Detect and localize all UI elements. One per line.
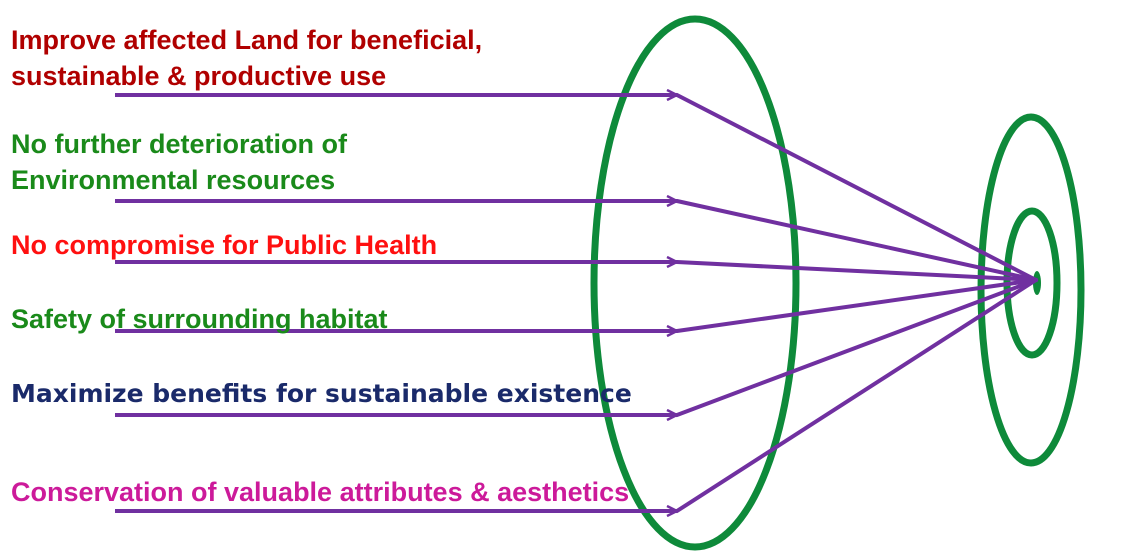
goal-label-maximize-benefits: Maximize benefits for sustainable existe… — [11, 376, 632, 412]
goal-label-line: Maximize benefits for sustainable existe… — [11, 379, 632, 408]
goal-label-line: Environmental resources — [11, 165, 336, 195]
goal-label-land-improvement: Improve affected Land for beneficial, su… — [11, 22, 482, 94]
converging-line-6 — [675, 278, 1038, 513]
target-outer-ring — [977, 113, 1085, 467]
goal-label-line: Conservation of valuable attributes & ae… — [11, 477, 630, 507]
converging-line-1 — [675, 93, 1038, 282]
converging-line-2 — [675, 199, 1038, 282]
goal-label-line: Improve affected Land for beneficial, — [11, 25, 483, 55]
input-arrows — [115, 95, 677, 511]
goal-label-public-health: No compromise for Public Health — [11, 227, 437, 263]
goal-label-line: No compromise for Public Health — [11, 230, 438, 260]
goal-label-habitat-safety: Safety of surrounding habitat — [11, 301, 388, 337]
goal-label-conservation: Conservation of valuable attributes & ae… — [11, 474, 629, 510]
converging-line-4 — [675, 278, 1038, 333]
converging-lines — [675, 93, 1038, 513]
target-center — [1033, 271, 1041, 295]
goal-label-environment: No further deterioration of Environmenta… — [11, 126, 347, 198]
outer-funnel-ellipse — [590, 15, 800, 551]
goal-label-line: sustainable & productive use — [11, 61, 387, 91]
goal-label-line: Safety of surrounding habitat — [11, 304, 388, 334]
converging-line-5 — [675, 278, 1038, 417]
goal-label-line: No further deterioration of — [11, 129, 347, 159]
converging-line-3 — [675, 260, 1038, 282]
